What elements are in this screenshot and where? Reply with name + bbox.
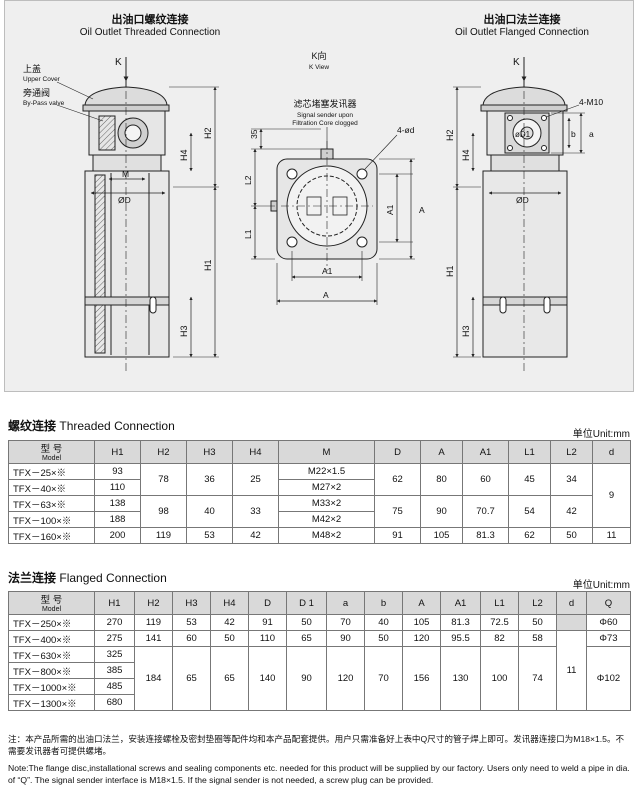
flanged-drawing-title-cn: 出油口法兰连接 bbox=[483, 14, 561, 26]
holes-label: 4-ød bbox=[397, 125, 415, 135]
th-a-small: a bbox=[326, 591, 365, 615]
flanged-unit: 单位Unit:mm bbox=[572, 580, 630, 591]
dim-a1-vertical-label: A1 bbox=[385, 204, 395, 215]
table-row: TFX－1300×※ 680 bbox=[8, 694, 631, 711]
dim-a-small-label: a bbox=[589, 129, 594, 139]
th-a: A bbox=[402, 591, 441, 615]
th-h1: H1 bbox=[94, 591, 135, 615]
threaded-h3-label: H3 bbox=[179, 325, 189, 337]
table-row: TFX－250×※ 270 119 53 42 91 50 70 40 105 … bbox=[8, 614, 631, 631]
th-h4: H4 bbox=[232, 440, 279, 464]
th-b-small: b bbox=[364, 591, 403, 615]
technical-drawing-panel: 出油口螺纹连接 Oil Outlet Threaded Connection 出… bbox=[4, 0, 634, 392]
th-d: D bbox=[248, 591, 287, 615]
drawing-svg: K 上盖 Upper Cover 旁通阀 By-Pass valve M ØD … bbox=[23, 50, 603, 373]
sensor-en-1: Signal sender upon bbox=[297, 112, 353, 119]
threaded-side-view bbox=[56, 57, 219, 373]
th-h1: H1 bbox=[94, 440, 141, 464]
threaded-unit: 单位Unit:mm bbox=[572, 429, 630, 440]
th-q: Q bbox=[586, 591, 631, 615]
threaded-drawing-title: 出油口螺纹连接 Oil Outlet Threaded Connection bbox=[65, 11, 235, 38]
d1-label: øD1 bbox=[515, 130, 531, 139]
threaded-h4-label: H4 bbox=[179, 149, 189, 161]
th-d1: D 1 bbox=[286, 591, 327, 615]
th-small-d: d bbox=[592, 440, 631, 464]
flanged-h4-label: H4 bbox=[461, 149, 471, 161]
flanged-d-label: ØD bbox=[516, 195, 529, 205]
table-row: TFX－25×※ 93 78 36 25 M22×1.5 62 80 60 45… bbox=[8, 463, 631, 528]
th-l2: L2 bbox=[518, 591, 557, 615]
dim-l1-label: L1 bbox=[243, 229, 253, 239]
th-h3: H3 bbox=[186, 440, 233, 464]
th-a1: A1 bbox=[462, 440, 509, 464]
threaded-title-en: Threaded Connection bbox=[59, 419, 175, 433]
threaded-m-label: M bbox=[122, 169, 129, 179]
bypass-en: By-Pass valve bbox=[23, 100, 65, 107]
flanged-h3-label: H3 bbox=[461, 325, 471, 337]
th-l1: L1 bbox=[480, 591, 519, 615]
upper-cover-cn: 上盖 bbox=[23, 63, 41, 74]
bypass-cn: 旁通阀 bbox=[23, 87, 50, 98]
th-h2: H2 bbox=[134, 591, 173, 615]
flanged-title-en: Flanged Connection bbox=[59, 571, 167, 585]
table-row: TFX－100×※ 188 M42×2 bbox=[8, 511, 631, 528]
note-english: Note:The flange disc,installational scre… bbox=[8, 763, 630, 785]
th-h4: H4 bbox=[210, 591, 249, 615]
th-l2: L2 bbox=[550, 440, 593, 464]
threaded-d-label: ØD bbox=[118, 195, 131, 205]
threaded-title-cn: 螺纹连接 bbox=[8, 419, 57, 433]
flanged-h2-label: H2 bbox=[445, 129, 455, 141]
upper-cover-en: Upper Cover bbox=[23, 76, 61, 83]
threaded-drawing-title-en: Oil Outlet Threaded Connection bbox=[79, 27, 221, 38]
flanged-section-title: 法兰连接 Flanged Connection bbox=[8, 569, 167, 586]
dim-35-label: 35 bbox=[249, 129, 259, 139]
th-d: D bbox=[374, 440, 421, 464]
flanged-title-cn: 法兰连接 bbox=[8, 571, 57, 585]
k-view-en: K View bbox=[309, 64, 329, 71]
flanged-h1-label: H1 bbox=[445, 265, 455, 277]
flanged-k-label: K bbox=[513, 57, 520, 68]
note-chinese: 注：本产品所需的出油口法兰，安装连接螺栓及密封垫圈等配件均和本产品配套提供。用户… bbox=[8, 734, 625, 756]
threaded-drawing-title-cn: 出油口螺纹连接 bbox=[111, 14, 189, 26]
dim-a-horizontal-label: A bbox=[323, 290, 329, 300]
flanged-drawing-title-en: Oil Outlet Flanged Connection bbox=[455, 27, 589, 38]
th-l1: L1 bbox=[508, 440, 551, 464]
m10-label: 4-M10 bbox=[579, 97, 603, 107]
sensor-cn: 滤芯堵塞发讯器 bbox=[293, 98, 356, 109]
k-view-plan bbox=[251, 127, 415, 305]
threaded-h2-label: H2 bbox=[203, 127, 213, 139]
table-row: TFX－160×※ 200 119 53 42 M48×2 91 105 81.… bbox=[8, 527, 631, 544]
table-row: TFX－63×※ 138 98 40 33 M33×2 75 90 70.7 5… bbox=[8, 495, 631, 528]
threaded-k-label: K bbox=[115, 57, 122, 68]
dim-a-vertical-label: A bbox=[419, 205, 425, 215]
th-h2: H2 bbox=[140, 440, 187, 464]
sensor-en-2: Filtration Core clogged bbox=[292, 120, 358, 127]
th-h3: H3 bbox=[172, 591, 211, 615]
table-row: TFX－40×※ 110 M27×2 bbox=[8, 479, 631, 496]
dim-a1-horizontal-label: A1 bbox=[322, 266, 333, 276]
th-small-d: d bbox=[556, 591, 587, 615]
k-view-cn: K向 bbox=[311, 50, 326, 61]
table-row: TFX－800×※ 385 bbox=[8, 662, 631, 679]
threaded-section-title: 螺纹连接 Threaded Connection bbox=[8, 417, 175, 434]
threaded-h1-label: H1 bbox=[203, 259, 213, 271]
table-row: TFX－400×※ 275 141 60 50 110 65 90 50 120… bbox=[8, 630, 631, 711]
flanged-drawing-title: 出油口法兰连接 Oil Outlet Flanged Connection bbox=[437, 11, 607, 38]
table-row: TFX－630×※ 325 184 65 65 140 90 120 70 15… bbox=[8, 646, 631, 711]
flanged-side-view bbox=[453, 57, 585, 373]
th-a: A bbox=[420, 440, 463, 464]
th-a1: A1 bbox=[440, 591, 481, 615]
dim-l2-label: L2 bbox=[243, 175, 253, 185]
th-m: M bbox=[278, 440, 375, 464]
dim-b-label: b bbox=[571, 129, 576, 139]
